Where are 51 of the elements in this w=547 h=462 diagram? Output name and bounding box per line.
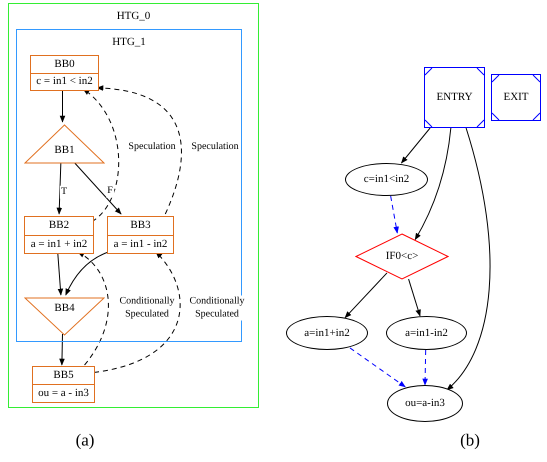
arrow: [349, 347, 406, 388]
node-label: ou=a-in3: [405, 398, 445, 409]
edge-label: Speculation: [190, 140, 240, 154]
node-label: BB1: [54, 145, 75, 156]
group-title: HTG_0: [116, 11, 152, 22]
node-label: BB4: [54, 303, 75, 314]
node-label: EXIT: [503, 92, 529, 103]
arrow: [422, 350, 428, 386]
block-name: BB3: [130, 220, 151, 232]
arrow: [65, 252, 109, 296]
edge-label: Speculation: [127, 140, 177, 154]
arrow: [60, 88, 66, 123]
branch-triangle: [24, 124, 105, 164]
block-statement: a = in1 - in2: [114, 238, 168, 250]
arrow: [77, 252, 109, 366]
block-statement: a = in1 + in2: [30, 238, 88, 250]
condition-diamond: [355, 233, 449, 280]
arrow: [56, 162, 62, 215]
panel-label: (b): [460, 429, 480, 452]
merge-triangle: [24, 297, 105, 336]
block-statement: ou = a - in3: [38, 388, 89, 399]
terminal-box: [491, 74, 541, 121]
arrow: [59, 334, 65, 366]
basic-block-box: [107, 216, 174, 254]
node-label: ENTRY: [436, 92, 473, 103]
arrow: [344, 272, 388, 318]
terminal-box: [424, 67, 485, 128]
edge-label: F: [106, 184, 114, 198]
basic-block-box: [32, 366, 95, 403]
block-name: BB0: [54, 58, 75, 70]
basic-block-box: [24, 216, 94, 254]
arrow: [390, 196, 399, 234]
arrow: [446, 128, 491, 390]
basic-block-box: [30, 55, 99, 91]
arrow: [82, 88, 120, 222]
arrow: [408, 278, 421, 317]
edge-label: T: [60, 186, 68, 198]
group-title: HTG_1: [111, 37, 147, 48]
block-name: BB5: [53, 370, 74, 381]
node-label: IF0<c>: [386, 251, 418, 262]
arrow: [73, 162, 122, 215]
group-frame: [8, 3, 259, 408]
panel-label: (a): [76, 429, 94, 452]
arrow: [414, 128, 452, 240]
node-label: a=in1+in2: [304, 328, 350, 338]
node-label: c=in1<in2: [364, 174, 410, 185]
block-name: BB2: [48, 220, 70, 232]
arrow: [57, 252, 64, 296]
block-statement: c = in1 < in2: [36, 76, 93, 88]
arrow: [400, 128, 431, 164]
node-label: a=in1-in2: [405, 328, 448, 338]
